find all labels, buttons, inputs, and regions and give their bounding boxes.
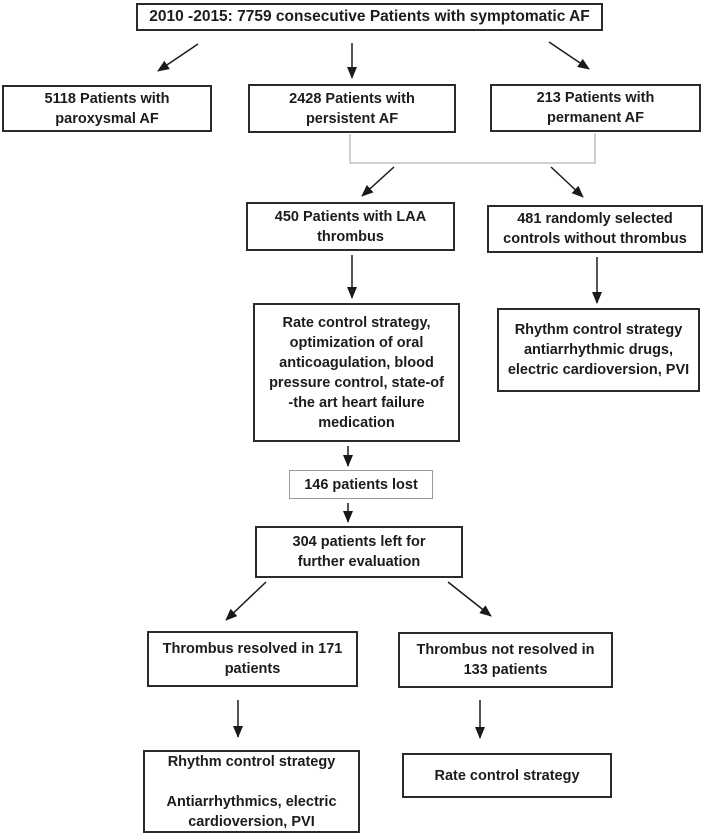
node-total-patients: 2010 -2015: 7759 consecutive Patients wi… <box>136 3 603 31</box>
node-rhythm-control-strategy-controls: Rhythm control strategy antiarrhythmic d… <box>497 308 700 392</box>
node-random-controls: 481 randomly selected controls without t… <box>487 205 703 253</box>
arrow-left-to-resolved <box>225 581 267 621</box>
node-thrombus-resolved: Thrombus resolved in 171 patients <box>147 631 358 687</box>
arrow-left-to-not-resolved <box>447 581 492 617</box>
node-patients-lost: 146 patients lost <box>289 470 433 499</box>
node-persistent-af: 2428 Patients with persistent AF <box>248 84 456 133</box>
node-laa-thrombus: 450 Patients with LAA thrombus <box>246 202 455 251</box>
node-paroxysmal-af: 5118 Patients with paroxysmal AF <box>2 85 212 132</box>
arrow-bracket-to-controls <box>550 166 584 198</box>
node-thrombus-not-resolved: Thrombus not resolved in 133 patients <box>398 632 613 688</box>
node-permanent-af: 213 Patients with permanent AF <box>490 84 701 132</box>
arrow-total-to-permanent <box>548 41 590 70</box>
node-rate-control-strategy-full: Rate control strategy, optimization of o… <box>253 303 460 442</box>
bracket-connector <box>349 133 596 164</box>
node-rhythm-control-strategy-resolved: Rhythm control strategy Antiarrhythmics,… <box>143 750 360 833</box>
arrow-bracket-to-laa-thrombus <box>361 166 395 197</box>
node-patients-left-evaluation: 304 patients left for further evaluation <box>255 526 463 578</box>
node-rate-control-strategy-not-resolved: Rate control strategy <box>402 753 612 798</box>
arrow-total-to-paroxysmal <box>157 43 199 72</box>
